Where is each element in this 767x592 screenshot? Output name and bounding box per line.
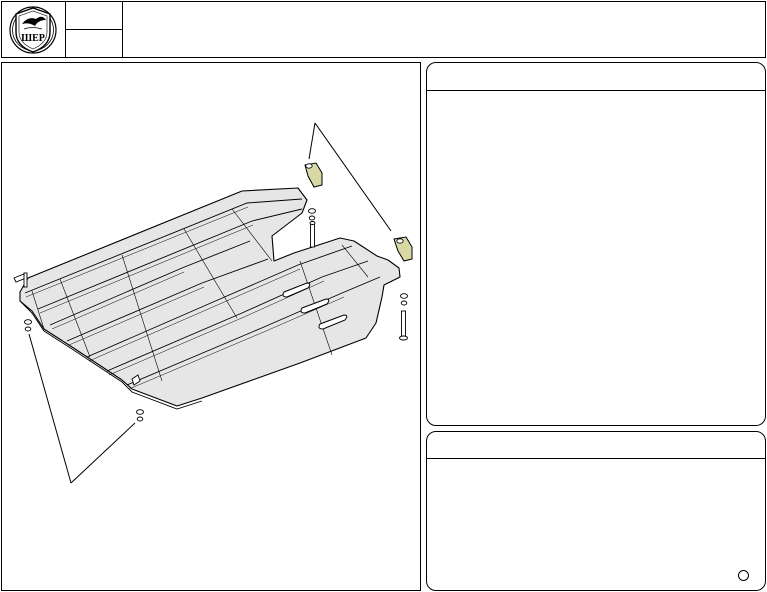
mounting-bolts: [13, 221, 408, 386]
plate-cross-folds: [31, 208, 369, 382]
washer-nut-parts: [24, 208, 408, 422]
stiffening-rib-lines: [24, 198, 381, 386]
logo-cell: ШЕР: [2, 2, 66, 57]
product-code-cell: [65, 2, 123, 30]
logo-text: ШЕР: [21, 33, 45, 44]
mounting-bracket-left: [304, 162, 323, 188]
skid-plate-outline: [19, 187, 401, 407]
drainage-slots: [282, 282, 348, 330]
stiffening-rib-shadows: [25, 206, 345, 390]
leader-lines-brackets: [308, 122, 392, 232]
skid-plate-front-rim: [19, 300, 203, 410]
parts-info-panel: [426, 62, 766, 426]
notes-heading: [427, 432, 765, 459]
shield-emblem-icon: ШЕР: [9, 6, 57, 54]
leader-lines-washers: [28, 333, 136, 484]
title-cell: [123, 2, 765, 57]
mounting-bracket-right: [393, 236, 413, 262]
parts-info-heading: [427, 63, 765, 91]
product-code-sub-cell: [65, 30, 123, 57]
assembly-drawing-panel: [1, 62, 421, 591]
header-title-block: ШЕР: [1, 1, 766, 58]
circle-icon: [738, 570, 749, 581]
notes-panel: [426, 431, 766, 591]
skid-plate-assembly-drawing: [13, 122, 413, 484]
